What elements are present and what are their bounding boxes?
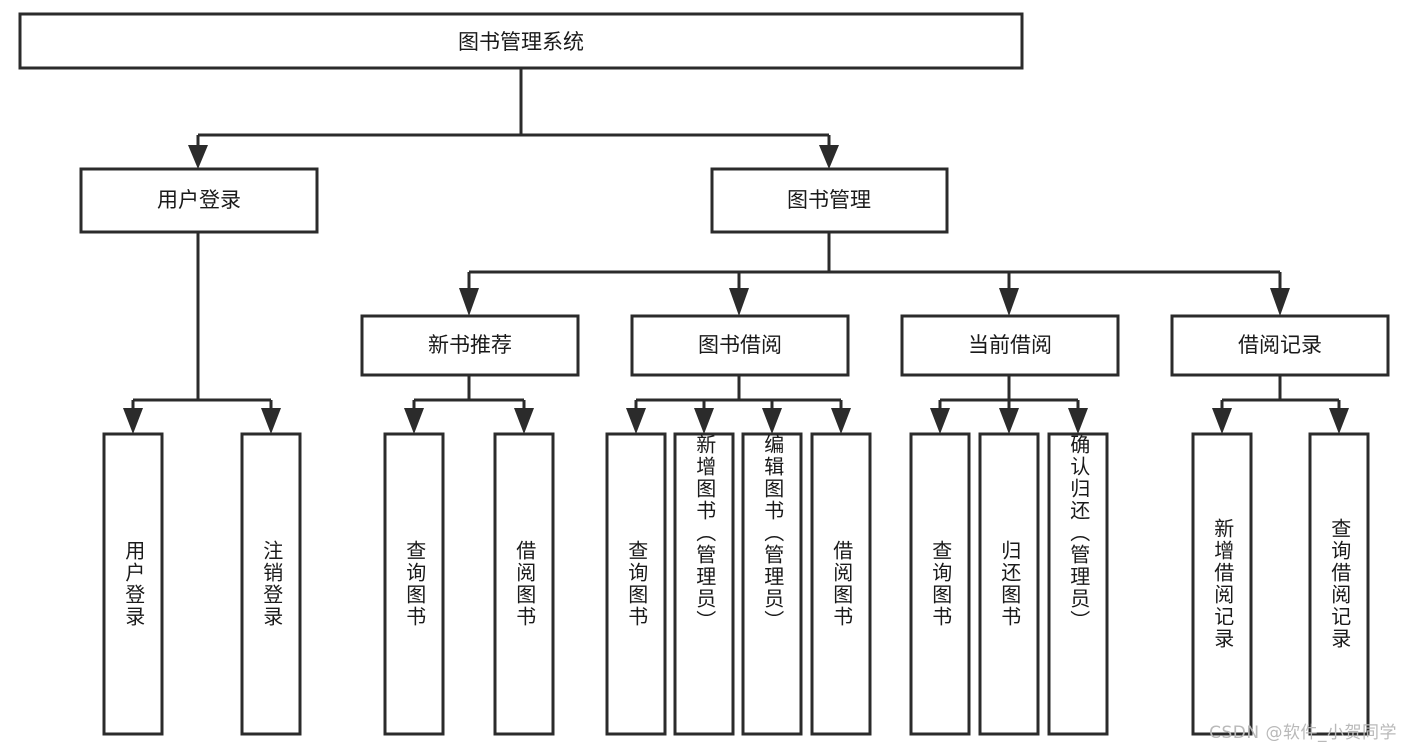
node-root-label: 图书管理系统 (458, 30, 584, 54)
connector-group-newbook-to-leaves (404, 375, 534, 434)
leaf-box-current-borrow-2[interactable] (1047, 432, 1109, 736)
arrow-head-icon (1212, 408, 1232, 434)
arrow-head-icon (819, 145, 839, 169)
leaf-box-book-borrow-0[interactable] (605, 432, 667, 736)
node-user-login-label: 用户登录 (157, 188, 241, 212)
arrow-head-icon (188, 145, 208, 169)
arrow-head-icon (999, 408, 1019, 434)
leaf-boxes-current-borrow (909, 432, 1109, 736)
leaf-box-book-borrow-2[interactable] (741, 432, 803, 736)
leaf-box-new-book-recommend-0[interactable] (383, 432, 445, 736)
node-book-borrow-box[interactable] (630, 314, 850, 377)
connector-group-userlogin-to-leaves (123, 232, 281, 434)
node-current-borrow[interactable]: 当前借阅 (900, 314, 1120, 377)
node-borrow-record-label: 借阅记录 (1238, 333, 1322, 357)
arrow-head-icon (694, 408, 714, 434)
arrow-head-icon (404, 408, 424, 434)
node-borrow-record[interactable]: 借阅记录 (1170, 314, 1390, 377)
connector-group-bookmgmt-to-level3 (459, 232, 1290, 316)
leaf-box-book-borrow-1[interactable] (673, 432, 735, 736)
leaf-box-new-book-recommend-1[interactable] (493, 432, 555, 736)
node-new-book-recommend[interactable]: 新书推荐 (360, 314, 580, 377)
arrow-head-icon (261, 408, 281, 434)
arrow-head-icon (729, 288, 749, 316)
node-current-borrow-box[interactable] (900, 314, 1120, 377)
node-book-borrow-label: 图书借阅 (698, 333, 782, 357)
arrow-head-icon (123, 408, 143, 434)
leaf-box-user-login-0[interactable] (102, 432, 164, 736)
arrow-head-icon (762, 408, 782, 434)
arrow-head-icon (831, 408, 851, 434)
node-book-management-box[interactable] (710, 167, 949, 234)
node-borrow-record-box[interactable] (1170, 314, 1390, 377)
connector-group-root-to-level2 (188, 68, 839, 169)
node-root-box[interactable] (18, 12, 1024, 70)
leaf-boxes-borrow-record (1191, 432, 1370, 736)
node-current-borrow-label: 当前借阅 (968, 333, 1052, 357)
leaf-box-user-login-1[interactable] (240, 432, 302, 736)
connector-group-bookborrow-to-leaves (626, 375, 851, 434)
arrow-head-icon (930, 408, 950, 434)
arrow-head-icon (459, 288, 479, 316)
node-new-book-recommend-label: 新书推荐 (428, 333, 512, 357)
leaf-box-current-borrow-0[interactable] (909, 432, 971, 736)
arrow-head-icon (514, 408, 534, 434)
leaf-boxes-new-book-recommend (383, 432, 555, 736)
arrow-head-icon (999, 288, 1019, 316)
node-book-management-label: 图书管理 (787, 188, 871, 212)
arrow-head-icon (626, 408, 646, 434)
node-root[interactable]: 图书管理系统 (18, 12, 1024, 70)
leaf-boxes-book-borrow (605, 432, 872, 736)
node-book-management[interactable]: 图书管理 (710, 167, 949, 234)
leaf-box-borrow-record-1[interactable] (1308, 432, 1370, 736)
leaf-box-book-borrow-3[interactable] (810, 432, 872, 736)
connector-group-borrowrecord-to-leaves (1212, 375, 1349, 434)
watermark-text: CSDN @软件_小贺同学 (1209, 723, 1397, 743)
arrow-head-icon (1329, 408, 1349, 434)
node-book-borrow[interactable]: 图书借阅 (630, 314, 850, 377)
arrow-head-icon (1270, 288, 1290, 316)
leaf-boxes-user-login (102, 432, 302, 736)
arrow-head-icon (1068, 408, 1088, 434)
connector-group-currentborrow-to-leaves (930, 375, 1088, 434)
leaf-box-borrow-record-0[interactable] (1191, 432, 1253, 736)
node-user-login[interactable]: 用户登录 (79, 167, 319, 234)
node-user-login-box[interactable] (79, 167, 319, 234)
node-new-book-recommend-box[interactable] (360, 314, 580, 377)
leaf-box-current-borrow-1[interactable] (978, 432, 1040, 736)
